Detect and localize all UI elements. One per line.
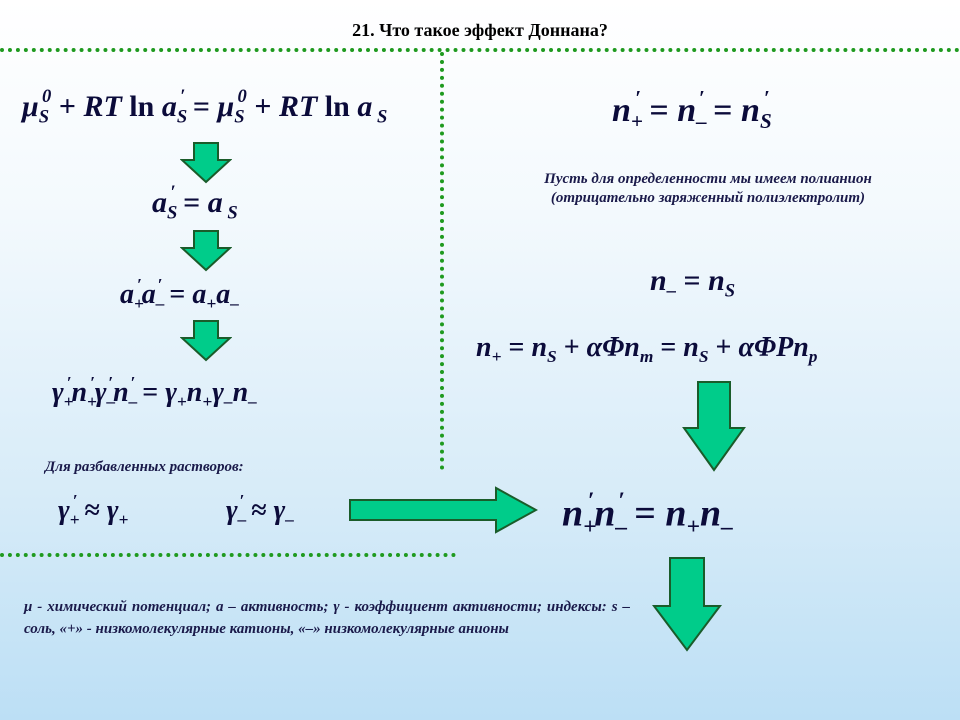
left-eq-activity: aS′ = a S [152,182,238,224]
right-eq-n-minus: n– = nS [650,264,736,302]
down-arrow-icon [180,142,232,184]
result-equation: n+′n–′ = n+n– [562,488,733,540]
down-arrow-icon [652,557,722,652]
down-arrow-icon [180,320,232,362]
top-divider [0,48,960,52]
right-eq-n-plus: n+ = nS + αΦnm = nS + αΦPnp [476,332,818,367]
right-eq-n-prime: n+′ = n–′ = nS′ [612,86,772,134]
formula-text: μS0 + RT ln aS′ = μS0 + RT ln a S [22,86,388,128]
right-arrow-icon [349,486,538,534]
dilute-solutions-label: Для разбавленных растворов: [45,459,244,475]
left-eq-gamma-n: γ+′n+′γ–′n–′ = γ+n+γ–n– [52,373,257,412]
down-arrow-icon [682,381,746,472]
left-eq-ion-activity: a+′a–′ = a+a– [120,275,239,314]
vertical-divider [440,52,444,470]
bottom-divider [0,553,456,557]
slide-title: 21. Что такое эффект Доннана? [352,20,608,40]
polyanion-note: Пусть для определенности мы имеем полиан… [544,171,872,206]
left-eq-chemical-potential: μS0 + RT ln aS′ = μS0 + RT ln a S [22,86,388,128]
down-arrow-icon [180,230,232,272]
symbol-legend: μ - химический потенциал; a – активность… [24,599,630,637]
approx-gamma-minus: γ–′ ≈ γ– [226,491,294,530]
approx-gamma-plus: γ+′ ≈ γ+ [58,491,129,530]
